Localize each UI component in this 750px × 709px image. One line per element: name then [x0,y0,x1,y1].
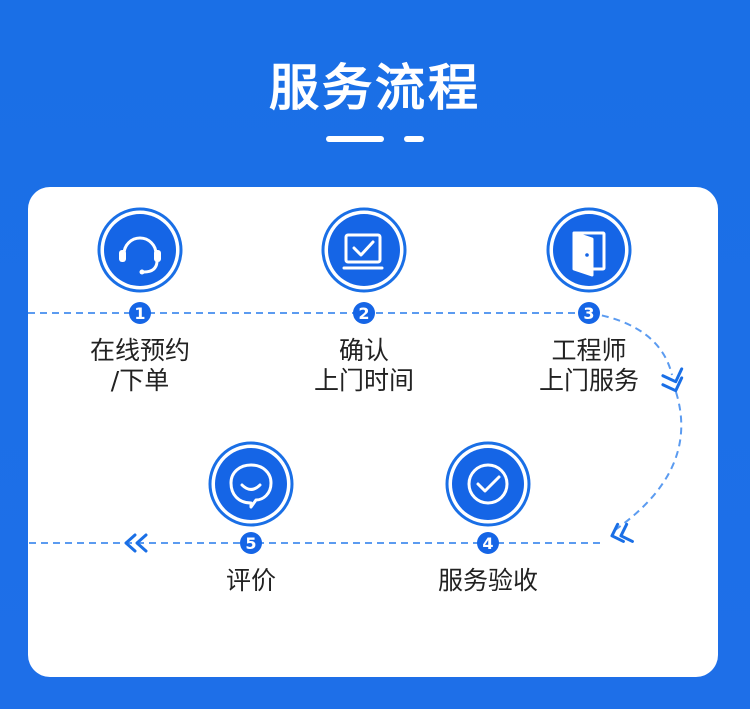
title-underline-long [326,136,384,142]
headset-icon [119,236,161,275]
step-1-icon-circle [97,207,183,293]
chevron-left-end-icon [124,533,148,553]
step-3-label: 工程师 上门服务 [538,336,639,395]
step-3-icon-circle [546,207,632,293]
title-underline-short [404,136,424,142]
step-2-icon-circle [321,207,407,293]
flow-path [28,312,683,544]
chat-smile-icon [229,463,273,509]
step-3-badge: 3 [578,302,600,324]
step-2: 确认 上门时间 [264,336,464,396]
step-4-icon-circle [445,441,531,527]
step-2-badge: 2 [353,302,375,324]
page-title: 服务流程 [269,59,481,117]
checkbox-icon [342,233,384,270]
step-3: 工程师 上门服务 [489,336,689,396]
step-1: 在线预约 /下单 [40,336,240,396]
step-5-icon-circle [208,441,294,527]
step-1-label: 在线预约 /下单 [89,336,190,395]
step-4-number: 4 [482,534,493,553]
check-circle-icon [467,463,509,505]
step-1-number: 1 [134,304,145,323]
chevron-down-icon [661,367,684,393]
chevron-left-icon [610,522,634,543]
step-4-label: 服务验收 [437,566,538,595]
step-2-label: 确认 上门时间 [313,336,414,395]
step-5-badge: 5 [240,532,262,554]
step-1-badge: 1 [129,302,151,324]
step-5-number: 5 [245,534,256,553]
step-4-badge: 4 [477,532,499,554]
step-4: 服务验收 [388,566,588,596]
step-5-label: 评价 [225,566,276,595]
step-3-number: 3 [583,304,594,323]
door-icon [572,231,606,277]
step-5: 评价 [151,566,351,596]
step-2-number: 2 [358,304,369,323]
